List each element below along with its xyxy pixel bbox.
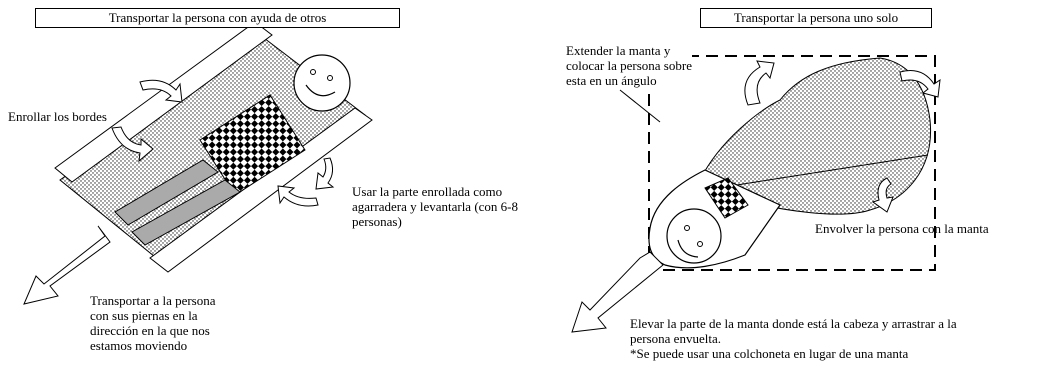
- lift-instructions-label: Usar la parte enrollada como agarradera …: [352, 184, 519, 229]
- person-leg-1: [114, 159, 219, 226]
- drag-direction-arrow-icon: [571, 251, 664, 333]
- extend-blanket-label: Extender la manta y colocar la persona s…: [566, 43, 692, 88]
- person-torso: [199, 94, 306, 196]
- wrap-arrow-icon: [744, 60, 941, 213]
- person-head-icon: [293, 54, 351, 112]
- person-head-icon-2: [666, 208, 722, 264]
- roll-edges-label: Enrollar los bordes: [8, 109, 107, 124]
- left-panel-title: Transportar la persona con ayuda de otro…: [35, 8, 400, 28]
- carry-direction-label: Transportar a la persona con sus piernas…: [90, 293, 216, 353]
- right-panel-title: Transportar la persona uno solo: [700, 8, 932, 28]
- lift-arrow-icon: [277, 157, 335, 207]
- person-torso-wrapped: [704, 177, 749, 219]
- blanket-drag-illustration: [571, 55, 941, 333]
- person-leg-2: [131, 179, 241, 246]
- direction-arrow-icon: [23, 225, 111, 305]
- drag-instructions-label: Elevar la parte de la manta donde está l…: [630, 316, 957, 361]
- blanket-carry-illustration: [23, 21, 373, 305]
- wrap-person-label: Envolver la persona con la manta: [815, 221, 989, 236]
- blanket-dashed-outline: [648, 55, 936, 271]
- roll-arrow-icon: [111, 79, 183, 163]
- rolled-edge-top: [54, 21, 273, 183]
